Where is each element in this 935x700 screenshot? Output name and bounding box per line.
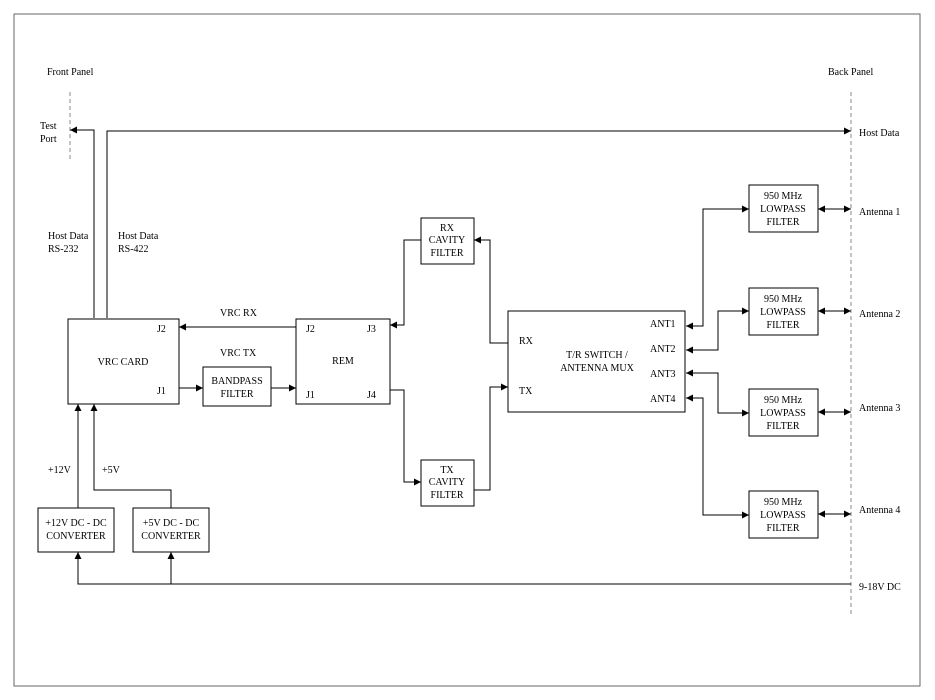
converter-5v-box [132, 507, 210, 553]
lowpass-1-label-3: FILTER [767, 217, 800, 228]
bandpass-label-2: FILTER [221, 389, 254, 400]
rs422-line [106, 127, 851, 318]
tr-rx-label: RX [519, 336, 534, 347]
vrc-rx-label: VRC RX [220, 308, 258, 319]
rx-cavity-label-2: CAVITY [429, 235, 465, 246]
back-panel-label: Back Panel [828, 67, 873, 78]
antenna-2-label: Antenna 2 [859, 309, 900, 320]
rem-j3-label: J3 [367, 324, 376, 335]
lowpass-filter-2-box [748, 287, 819, 336]
vrc-tx-label: VRC TX [220, 348, 257, 359]
host-data-232-label-2: RS-232 [48, 244, 79, 255]
tr-switch-label-2: ANTENNA MUX [560, 363, 634, 374]
vrc-card-label: VRC CARD [98, 357, 149, 368]
tx-cavity-label-3: FILTER [431, 490, 464, 501]
power-input-label: 9-18V DC [859, 582, 901, 593]
lowpass-filter-1: 950 MHz LOWPASS FILTER [748, 184, 819, 233]
bandpass-filter-box [202, 366, 272, 407]
rem-to-tx-cavity-line [390, 389, 421, 486]
bandpass-label-1: BANDPASS [211, 376, 262, 387]
diagram-frame [13, 13, 921, 687]
lowpass-4-label-3: FILTER [767, 523, 800, 534]
lowpass-filter-2: 950 MHz LOWPASS FILTER [748, 287, 819, 336]
lowpass-2-label-1: 950 MHz [764, 294, 803, 305]
lowpass-1-label-1: 950 MHz [764, 191, 803, 202]
rem-box [295, 318, 391, 405]
rs232-line [70, 126, 95, 318]
lowpass-filter-3: 950 MHz LOWPASS FILTER [748, 388, 819, 437]
tr-to-rx-cavity-line [474, 236, 508, 344]
front-panel-label: Front Panel [47, 67, 94, 78]
test-port-label-2: Port [40, 134, 57, 145]
antenna-1-label: Antenna 1 [859, 207, 900, 218]
lowpass-2-label-3: FILTER [767, 320, 800, 331]
rx-cavity-label-1: RX [440, 223, 455, 234]
lowpass-filter-4: 950 MHz LOWPASS FILTER [748, 490, 819, 539]
rem-j2-label: J2 [306, 324, 315, 335]
lowpass-1-label-2: LOWPASS [760, 204, 806, 215]
lowpass-filter-4-box [748, 490, 819, 539]
rem-j4-label: J4 [367, 390, 376, 401]
rem-j1-label: J1 [306, 390, 315, 401]
converter-5v-label-1: +5V DC - DC [143, 518, 200, 529]
host-data-label: Host Data [859, 128, 900, 139]
tr-tx-label: TX [519, 386, 533, 397]
tx-cavity-label-1: TX [440, 465, 454, 476]
lowpass-3-label-1: 950 MHz [764, 395, 803, 406]
ant3-port-label: ANT3 [650, 369, 676, 380]
test-port-label-1: Test [40, 121, 57, 132]
ant4-port-label: ANT4 [650, 394, 676, 405]
tx-cavity-to-tr-line [474, 383, 508, 491]
lowpass-filter-1-box [748, 184, 819, 233]
ant1-port-label: ANT1 [650, 319, 676, 330]
ant2-port-label: ANT2 [650, 344, 676, 355]
antenna-3-label: Antenna 3 [859, 403, 900, 414]
lowpass-3-label-3: FILTER [767, 421, 800, 432]
antenna-4-label: Antenna 4 [859, 505, 900, 516]
plus12v-label: +12V [48, 465, 72, 476]
ant2-mux-line [686, 307, 749, 354]
tr-switch-label-1: T/R SWITCH / [566, 350, 628, 361]
host-data-232-label-1: Host Data [48, 231, 89, 242]
tx-cavity-filter-box [420, 459, 475, 507]
rem-label: REM [332, 356, 354, 367]
ant1-mux-line [686, 205, 749, 330]
plus5v-label: +5V [102, 465, 121, 476]
converter-12v-label-1: +12V DC - DC [45, 518, 107, 529]
converter-12v-box [37, 507, 115, 553]
host-data-422-label-2: RS-422 [118, 244, 149, 255]
rx-cavity-label-3: FILTER [431, 248, 464, 259]
vrc-card-box [67, 318, 180, 405]
lowpass-3-label-2: LOWPASS [760, 408, 806, 419]
vrc-j2-label: J2 [157, 324, 166, 335]
lowpass-2-label-2: LOWPASS [760, 307, 806, 318]
host-data-422-label-1: Host Data [118, 231, 159, 242]
ant3-mux-line [686, 369, 749, 417]
ant4-mux-line [686, 394, 749, 519]
rx-cavity-filter-box [420, 217, 475, 265]
vrc-j1-label: J1 [157, 386, 166, 397]
plus5v-line [90, 404, 172, 508]
lowpass-filter-3-box [748, 388, 819, 437]
lowpass-4-label-1: 950 MHz [764, 497, 803, 508]
rx-cavity-to-rem-line [390, 239, 421, 329]
lowpass-4-label-2: LOWPASS [760, 510, 806, 521]
tx-cavity-label-2: CAVITY [429, 477, 465, 488]
converter-12v-label-2: CONVERTER [46, 531, 106, 542]
converter-5v-label-2: CONVERTER [141, 531, 201, 542]
tr-switch-box [507, 310, 686, 413]
power-bus-line [74, 552, 851, 585]
